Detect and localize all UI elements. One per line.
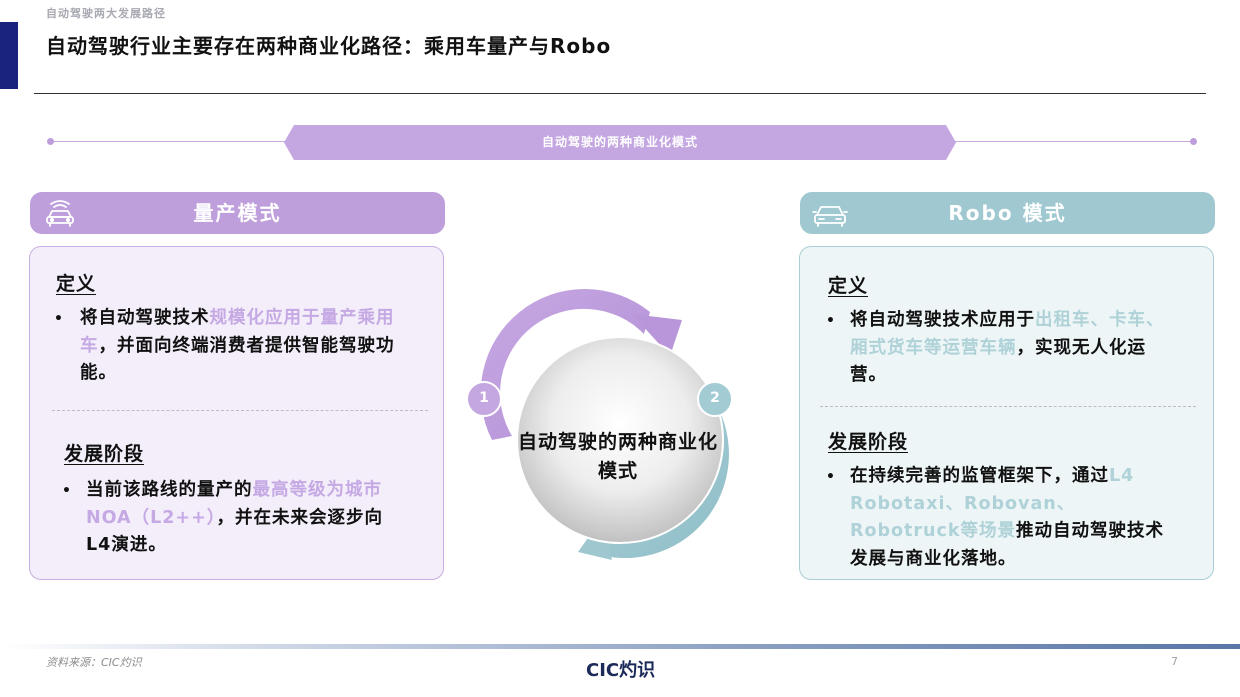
brand-logo: CIC灼识 <box>586 660 656 681</box>
step-badge-2: 2 <box>697 381 733 417</box>
robo-mode-card: 定义 • 将自动驾驶技术应用于出租车、卡车、厢式货车等运营车辆，实现无人化运营。… <box>799 246 1214 580</box>
cycle-diagram <box>480 289 729 560</box>
mass-definition-text: 将自动驾驶技术规模化应用于量产乘用车，并面向终端消费者提供智能驾驶功能。 <box>80 308 395 383</box>
robo-definition-title: 定义 <box>828 275 869 297</box>
cycle-center-text: 自动驾驶的两种商业化模式 <box>517 431 718 482</box>
ribbon-dot-left <box>47 138 54 145</box>
page-title: 自动驾驶行业主要存在两种商业化路径：乘用车量产与Robo <box>46 34 612 58</box>
car-side-icon <box>812 206 848 227</box>
robo-mode-header: Robo 模式 <box>800 192 1215 234</box>
mass-mode-card: 定义 • 将自动驾驶技术规模化应用于量产乘用车，并面向终端消费者提供智能驾驶功能… <box>29 246 444 580</box>
breadcrumb: 自动驾驶两大发展路径 <box>46 7 166 20</box>
header-accent-bar <box>0 22 18 89</box>
mass-stage-text: 当前该路线的量产的最高等级为城市NOA（L2++），并在未来会逐步向L4演进。 <box>86 480 384 555</box>
cycle-arc-teal <box>590 402 729 559</box>
robo-mode-title: Robo 模式 <box>948 201 1067 225</box>
section-divider <box>820 406 1196 407</box>
robo-stage-title: 发展阶段 <box>828 431 909 453</box>
mass-mode-title: 量产模式 <box>193 201 282 225</box>
ribbon-dot-right <box>1190 138 1197 145</box>
cycle-center-circle <box>516 336 724 544</box>
title-divider <box>34 93 1206 94</box>
bullet: • <box>826 313 835 329</box>
robo-stage-text: 在持续完善的监管框架下，通过L4 Robotaxi、Robovan、Robotr… <box>850 466 1165 569</box>
step-badge-1: 1 <box>466 381 502 417</box>
source-note: 资料来源：CIC灼识 <box>46 656 142 669</box>
robo-definition-text: 将自动驾驶技术应用于出租车、卡车、厢式货车等运营车辆，实现无人化运营。 <box>850 310 1165 385</box>
ribbon-label: 自动驾驶的两种商业化模式 <box>541 135 698 149</box>
cycle-arrow-purple <box>632 314 682 356</box>
car-front-icon <box>46 200 74 227</box>
bullet: • <box>826 469 835 485</box>
mass-stage-title: 发展阶段 <box>64 443 145 465</box>
mass-mode-header: 量产模式 <box>30 192 445 234</box>
bullet: • <box>62 483 71 499</box>
mass-definition-title: 定义 <box>56 273 97 295</box>
footer-bar <box>0 644 1240 649</box>
section-divider <box>52 410 428 411</box>
bullet: • <box>54 311 63 327</box>
ribbon-banner <box>284 125 956 160</box>
cycle-arc-purple <box>480 289 650 440</box>
page-number: 7 <box>1171 655 1178 668</box>
